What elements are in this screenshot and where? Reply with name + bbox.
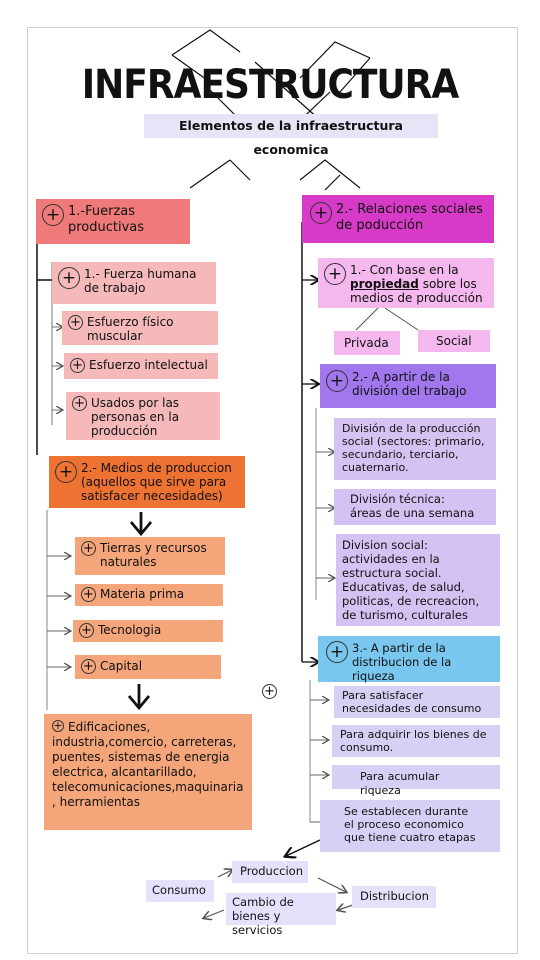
privada-node: Privada bbox=[334, 331, 400, 355]
usados-node: + Usados por las personas en la producció… bbox=[66, 392, 220, 440]
materia-prima-label: Materia prima bbox=[100, 587, 185, 601]
fuerzas-heading-label: 1.-Fuerzas productivas bbox=[68, 204, 145, 235]
plus-icon: + bbox=[58, 267, 80, 289]
esfuerzo-intelectual-label: Esfuerzo intelectual bbox=[89, 358, 208, 372]
propiedad-post: sobre los medios de producción bbox=[350, 277, 483, 305]
propiedad-keyword: propiedad bbox=[350, 277, 419, 291]
plus-icon: + bbox=[70, 358, 85, 373]
plus-icon: + bbox=[81, 541, 96, 556]
tierras-label: Tierras y recursos naturales bbox=[100, 541, 207, 569]
relaciones-sociales-heading: +2.- Relaciones sociales de poducción bbox=[302, 195, 494, 243]
capital-node: + Capital bbox=[75, 655, 221, 679]
social-node: Social bbox=[418, 330, 490, 352]
usados-label: Usados por las personas en la producción bbox=[91, 396, 180, 438]
plus-icon: + bbox=[81, 587, 96, 602]
fuerza-humana-node: +1.- Fuerza humana de trabajo bbox=[52, 262, 216, 304]
propiedad-node: +1.- Con base en la propiedad sobre los … bbox=[318, 258, 494, 308]
produccion-node: Produccion bbox=[232, 861, 308, 883]
distribucion-node: Distribucion bbox=[352, 886, 436, 908]
plus-icon: + bbox=[262, 684, 277, 699]
plus-icon: + bbox=[324, 263, 346, 285]
plus-icon: + bbox=[68, 315, 83, 330]
plus-icon: + bbox=[326, 641, 348, 663]
plus-icon: + bbox=[55, 461, 77, 483]
satisfacer-node: Para satisfacer necesidades de consumo bbox=[334, 686, 500, 718]
propiedad-pre: 1.- Con base en la bbox=[350, 263, 459, 277]
tecnologia-node: + Tecnologia bbox=[73, 620, 223, 642]
medios-produccion-label: 2.- Medios de produccion (aquellos que s… bbox=[81, 461, 232, 503]
division-tecnica-node: División técnica: áreas de una semana bbox=[334, 489, 496, 525]
fuerzas-productivas-heading: +1.-Fuerzas productivas bbox=[36, 199, 190, 244]
plus-icon: + bbox=[79, 623, 94, 638]
division-social-node: Division social: actividades en la estru… bbox=[336, 534, 500, 626]
capital-detail-node: +Edificaciones, industria,comercio, carr… bbox=[44, 714, 252, 830]
plus-icon: + bbox=[326, 370, 348, 392]
propiedad-label: 1.- Con base en la propiedad sobre los m… bbox=[350, 263, 484, 305]
plus-icon: + bbox=[42, 204, 64, 226]
cambio-node: Cambio de bienes y servicios bbox=[226, 893, 336, 937]
materia-prima-node: + Materia prima bbox=[75, 584, 223, 606]
page-subtitle: Elementos de la infraestructura economic… bbox=[144, 114, 438, 157]
page-title: INFRAESTRUCTURA bbox=[81, 62, 459, 108]
division-trabajo-label: 2.- A partir de la división del trabajo bbox=[352, 370, 467, 398]
acumular-node: Para acumular riqueza bbox=[332, 765, 500, 797]
tecnologia-label: Tecnologia bbox=[98, 623, 162, 637]
medios-produccion-node: +2.- Medios de produccion (aquellos que … bbox=[49, 456, 245, 508]
plus-icon: + bbox=[310, 202, 332, 224]
division-produccion-node: División de la producción social (sector… bbox=[334, 418, 496, 480]
adquirir-node: Para adquirir los bienes de consumo. bbox=[332, 725, 500, 757]
capital-label: Capital bbox=[100, 659, 143, 673]
relaciones-heading-label: 2.- Relaciones sociales de poducción bbox=[336, 202, 483, 233]
esfuerzo-intelectual-node: + Esfuerzo intelectual bbox=[64, 353, 218, 379]
tierras-node: + Tierras y recursos naturales bbox=[75, 537, 225, 575]
fuerza-humana-label: 1.- Fuerza humana de trabajo bbox=[84, 267, 197, 295]
distribucion-riqueza-node: +3.- A partir de la distribucion de la r… bbox=[318, 636, 500, 683]
decorative-x-shapes bbox=[171, 29, 371, 191]
distribucion-riqueza-label: 3.- A partir de la distribucion de la ri… bbox=[352, 641, 452, 683]
plus-icon: + bbox=[72, 396, 87, 411]
esfuerzo-fisico-node: + Esfuerzo físico muscular bbox=[62, 311, 218, 345]
capital-detail-label: Edificaciones, industria,comercio, carre… bbox=[52, 720, 244, 809]
division-trabajo-node: +2.- A partir de la división del trabajo bbox=[320, 364, 496, 408]
plus-icon: + bbox=[81, 659, 96, 674]
consumo-node: Consumo bbox=[146, 880, 214, 902]
proceso-economico-node: Se establecen durante el proceso economi… bbox=[320, 800, 500, 852]
plus-icon: + bbox=[52, 719, 64, 732]
esfuerzo-fisico-label: Esfuerzo físico muscular bbox=[87, 315, 174, 343]
